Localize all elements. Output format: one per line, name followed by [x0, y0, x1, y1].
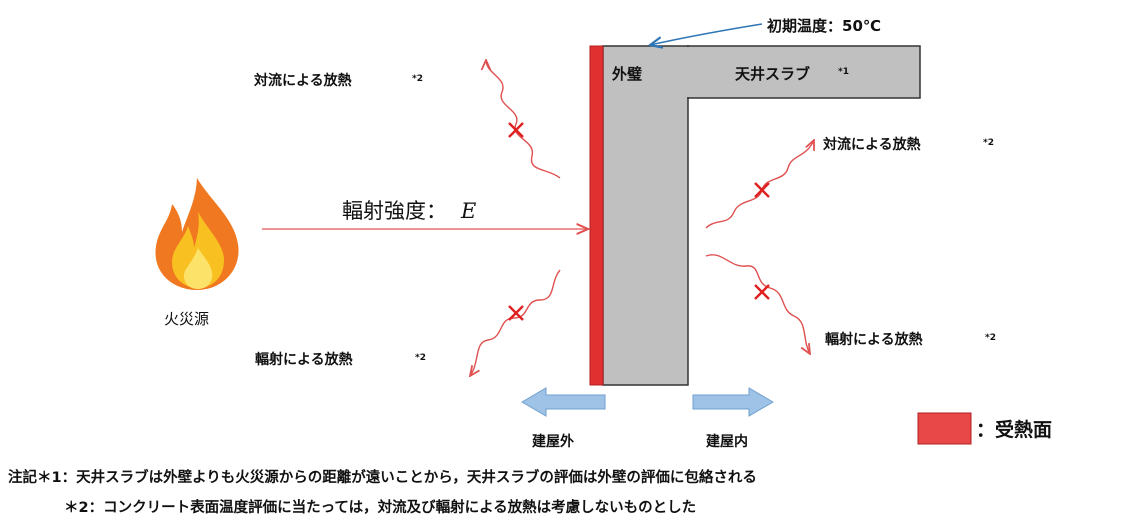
rad-left-mark: *2: [415, 353, 426, 363]
cross-mark-rad-left: [508, 305, 524, 321]
conv-left-label: 対流による放熱: [253, 72, 352, 89]
fire-source-label: 火災源: [164, 310, 209, 328]
conv-right-mark: *2: [983, 138, 994, 148]
building-inside-label: 建屋内: [706, 433, 748, 450]
radiation-intensity-label: 輻射強度：: [342, 199, 447, 223]
conv-left-mark: *2: [412, 74, 423, 84]
cross-mark-rad-right: [754, 284, 770, 300]
block-arrow-left-icon: [521, 387, 606, 417]
radiation-symbol: E: [460, 199, 476, 223]
legend-label: ：受熱面: [976, 418, 1052, 441]
outer-wall: [602, 45, 689, 386]
initial-temp-label: 初期温度：50℃: [767, 17, 881, 35]
wavy-arrow-conv-left: [486, 60, 561, 179]
building-outside-label: 建屋外: [532, 433, 574, 450]
legend-swatch: [917, 412, 972, 445]
initial-temp-leader-arrow: [650, 23, 763, 45]
rad-right-mark: *2: [985, 333, 996, 343]
wavy-arrow-rad-right: [705, 254, 810, 354]
rad-right-label: 輻射による放熱: [825, 331, 923, 348]
wavy-arrow-rad-left: [470, 269, 561, 376]
footnote-2: ＊2：コンクリート表面温度評価に当たっては，対流及び輻射による放熱は考慮しないも…: [64, 500, 697, 516]
ceiling-slab-label: 天井スラブ: [735, 65, 810, 83]
footnote-1: 注記＊1：天井スラブは外壁よりも火災源からの距離が遠いことから，天井スラブの評価…: [8, 470, 757, 486]
fire-icon: [155, 178, 239, 290]
ceiling-slab: [687, 45, 921, 99]
cross-mark-conv-left: [508, 122, 524, 138]
outer-wall-label: 外璧: [611, 65, 642, 83]
ceiling-slab-mark: *1: [838, 67, 849, 77]
rad-left-label: 輻射による放熱: [255, 351, 353, 368]
wavy-arrow-conv-right: [705, 140, 814, 229]
heated-surface: [589, 45, 604, 386]
cross-mark-conv-right: [754, 182, 770, 198]
diagram: 外璧 天井スラブ *1 初期温度：50℃ 輻射強度： E 火災源 対流による放熱…: [155, 17, 1052, 450]
block-arrow-right-icon: [692, 387, 774, 417]
conv-right-label: 対流による放熱: [822, 136, 921, 153]
